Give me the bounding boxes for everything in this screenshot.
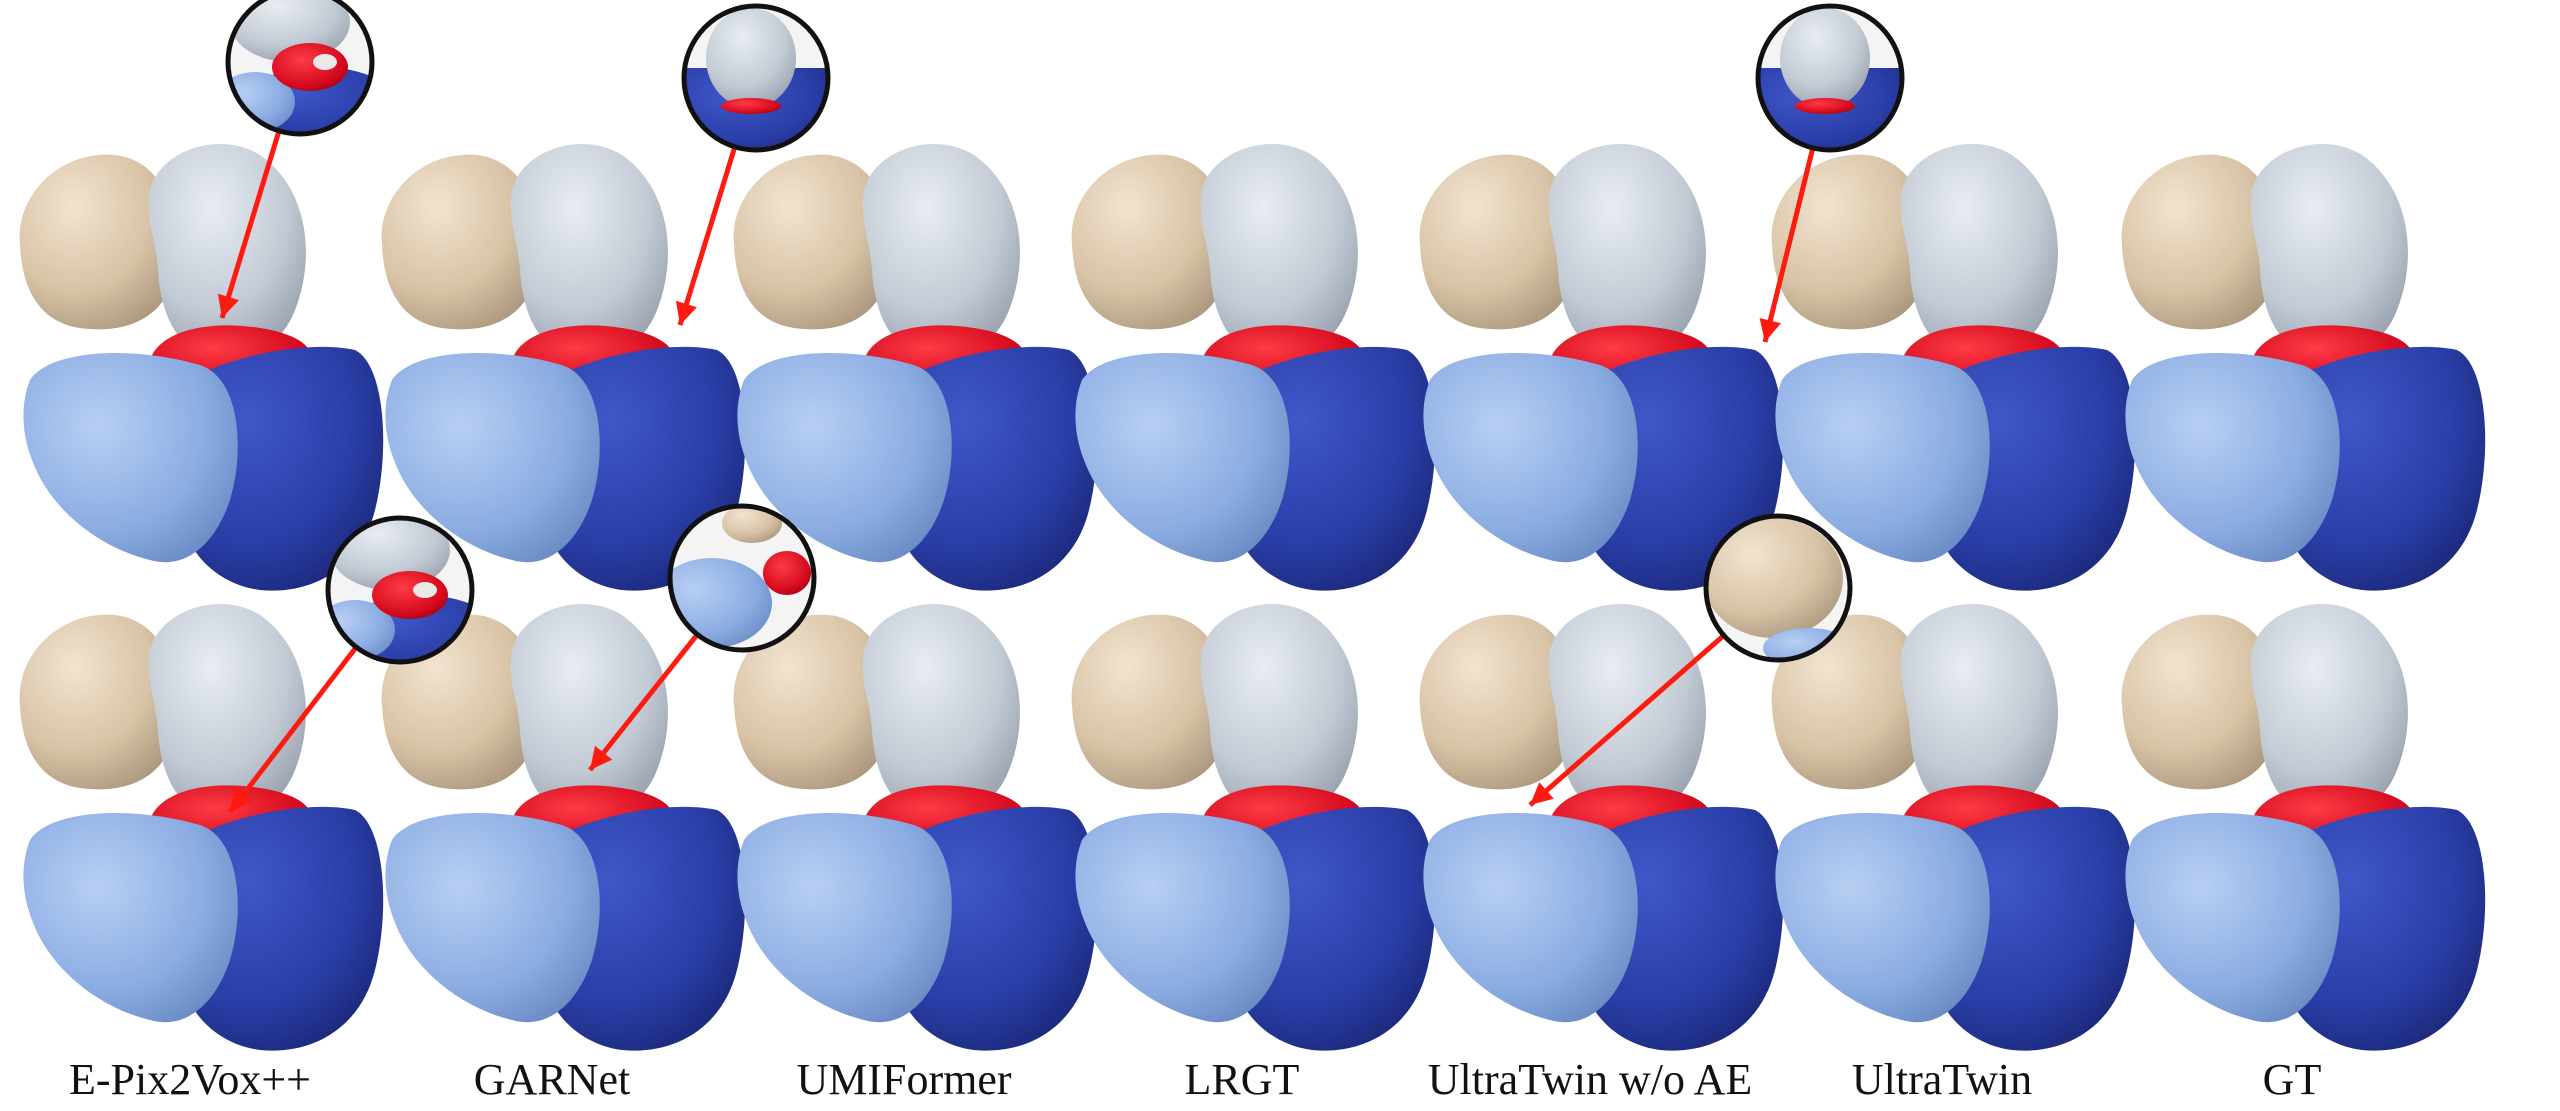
arrow-head (1530, 782, 1554, 805)
method-label: UltraTwin w/o AE (1427, 1055, 1753, 1104)
zoom-ring (225, 0, 375, 137)
right-atrium (1900, 603, 2058, 818)
left-atrium (2121, 154, 2280, 330)
method-label: E-Pix2Vox++ (69, 1055, 311, 1104)
right-atrium (1200, 143, 1358, 358)
right-ventricle (1423, 813, 1638, 1023)
red-arrow (1528, 634, 1724, 807)
heart-row1-ultratwin (1771, 143, 2136, 591)
right-ventricle (385, 353, 600, 563)
zoom-inset-6 (1528, 513, 1853, 807)
heart-row1-e-pix2vox- (19, 143, 384, 591)
right-ventricle (23, 353, 238, 563)
left-atrium (381, 154, 540, 330)
heart-row2-lrgt (1071, 603, 1436, 1051)
left-atrium (733, 154, 892, 330)
right-ventricle (1075, 353, 1290, 563)
left-atrium (1071, 154, 1230, 330)
zoom-ring (1755, 3, 1905, 153)
right-ventricle (1423, 353, 1638, 563)
method-label: GT (2262, 1055, 2322, 1104)
heart-row2-ultratwin-w-o-ae (1419, 603, 1784, 1051)
right-ventricle (2125, 353, 2340, 563)
left-atrium (1419, 154, 1578, 330)
zoom-inset-1 (217, 0, 375, 319)
red-arrow (677, 147, 737, 326)
left-atrium (1419, 614, 1578, 790)
right-ventricle (1775, 813, 1990, 1023)
heart-row1-ultratwin-w-o-ae (1419, 143, 1784, 591)
right-ventricle (1775, 353, 1990, 563)
method-label: UMIFormer (796, 1055, 1012, 1104)
left-atrium (1771, 154, 1930, 330)
right-atrium (1548, 603, 1706, 818)
right-ventricle (1075, 813, 1290, 1023)
heart-row2-ultratwin (1771, 603, 2136, 1051)
right-atrium (1200, 603, 1358, 818)
arrow-head (590, 745, 613, 770)
zoom-inset-3 (1755, 3, 1905, 343)
heart-row2-garnet (381, 603, 746, 1051)
arrow-head (217, 293, 239, 318)
right-atrium (510, 603, 668, 818)
zoom-ring (1703, 513, 1853, 663)
arrow-head (675, 300, 697, 325)
right-ventricle (2125, 813, 2340, 1023)
right-atrium (862, 603, 1020, 818)
arrow-head (1759, 318, 1781, 342)
zoom-ring (681, 3, 831, 153)
left-atrium (2121, 614, 2280, 790)
right-atrium (2250, 143, 2408, 358)
heart-row1-gt (2121, 143, 2486, 591)
heart-row2-umiformer (733, 603, 1098, 1051)
red-arrow (219, 132, 281, 319)
red-arrow (588, 634, 699, 772)
right-ventricle (737, 353, 952, 563)
right-atrium (1900, 143, 2058, 358)
heart-row1-garnet (381, 143, 746, 591)
zoom-ring (325, 515, 475, 665)
right-ventricle (23, 813, 238, 1023)
right-atrium (510, 143, 668, 358)
arrow-head (230, 787, 253, 812)
method-label: GARNet (473, 1055, 631, 1104)
left-atrium (1771, 614, 1930, 790)
zoom-ring (667, 503, 817, 653)
left-atrium (19, 154, 178, 330)
red-arrow (1762, 149, 1815, 343)
method-label: UltraTwin (1851, 1055, 2033, 1104)
right-atrium (2250, 603, 2408, 818)
method-label: LRGT (1184, 1055, 1300, 1104)
right-ventricle (737, 813, 952, 1023)
heart-row1-lrgt (1071, 143, 1436, 591)
heart-row2-gt (2121, 603, 2486, 1051)
right-ventricle (385, 813, 600, 1023)
left-atrium (1071, 614, 1230, 790)
heart-row1-umiformer (733, 143, 1098, 591)
left-atrium (19, 614, 178, 790)
red-arrow (228, 647, 357, 814)
left-atrium (733, 614, 892, 790)
right-atrium (148, 143, 306, 358)
right-atrium (862, 143, 1020, 358)
right-atrium (1548, 143, 1706, 358)
heart-row2-e-pix2vox- (19, 603, 384, 1051)
